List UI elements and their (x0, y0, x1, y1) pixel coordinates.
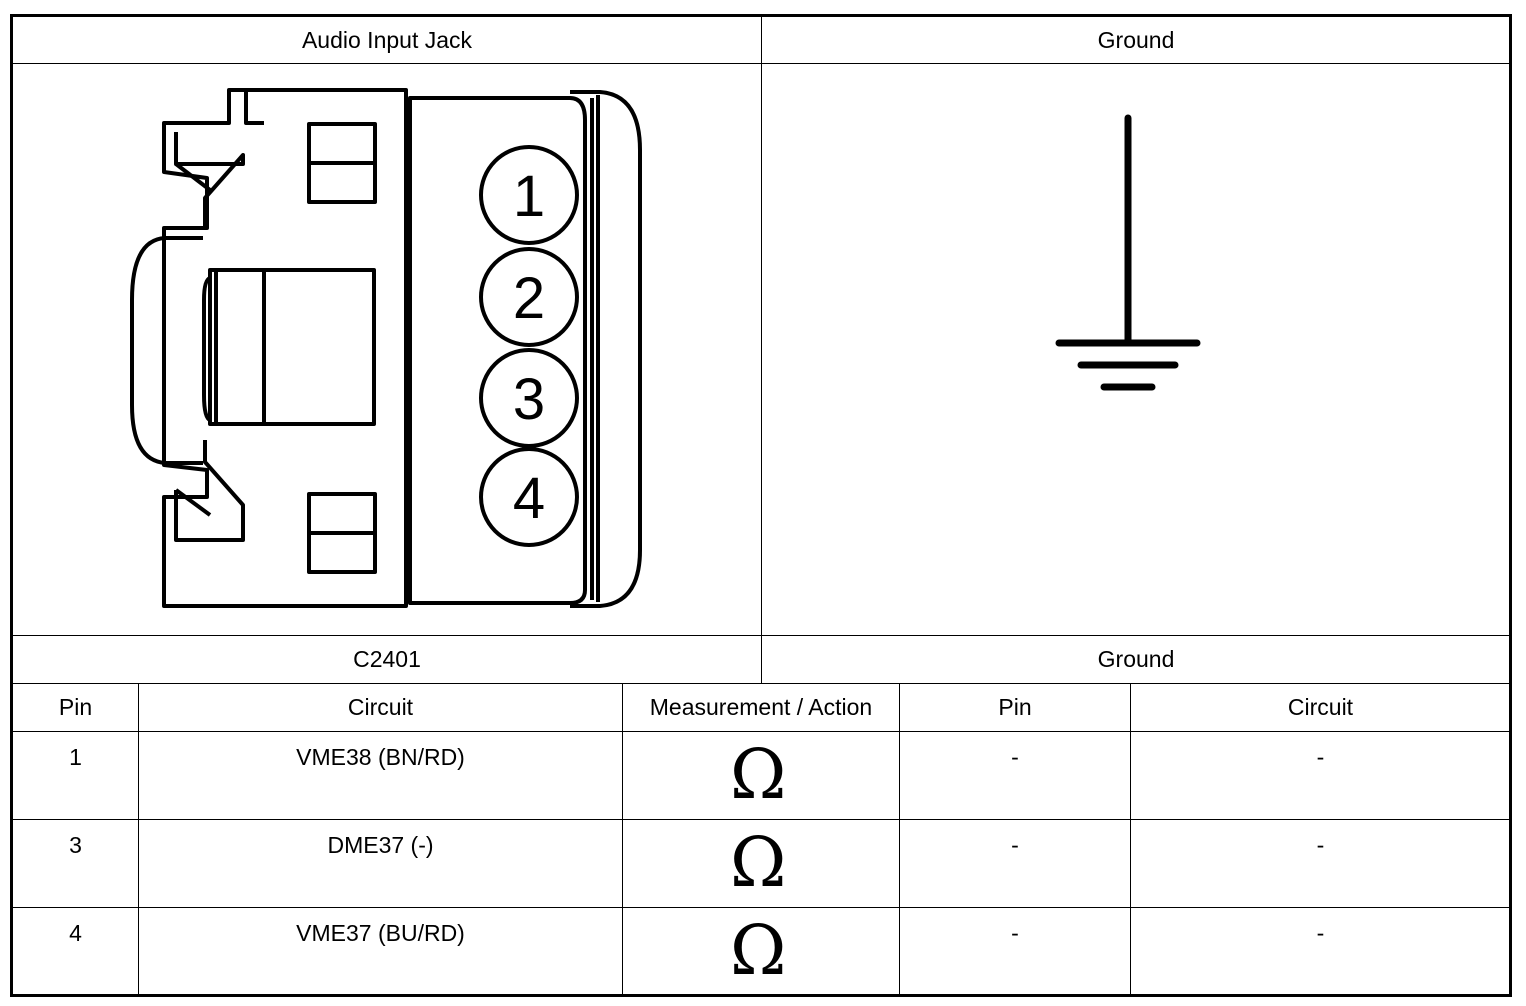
ohm-icon: Ω (730, 912, 787, 991)
row-pin-2: - (1011, 832, 1019, 858)
rule (12, 731, 1510, 732)
connector-title: Audio Input Jack (301, 26, 473, 53)
row-circuit-2: - (1316, 744, 1325, 770)
pinout-table (10, 14, 1512, 997)
ohm-icon: Ω (730, 736, 787, 815)
row-pin: 3 (69, 832, 82, 858)
ohm-icon: Ω (730, 824, 787, 903)
rule (761, 16, 762, 684)
row-circuit: VME38 (BN/RD) (296, 744, 465, 770)
column-header-pin: Pin (58, 694, 93, 720)
row-circuit: DME37 (-) (327, 832, 434, 858)
pin-label: 1 (513, 164, 545, 229)
connector-name: C2401 (353, 646, 421, 672)
row-pin: 1 (69, 744, 82, 770)
rule (1130, 683, 1131, 995)
pin-label: 4 (513, 466, 545, 531)
column-header-measurement: Measurement / Action (649, 694, 873, 720)
rule (138, 683, 139, 995)
row-pin-2: - (1011, 920, 1019, 946)
rule (12, 819, 1510, 820)
pin-label: 2 (513, 266, 545, 331)
column-header-circuit-2: Circuit (1287, 694, 1354, 720)
ground-title: Ground (1097, 26, 1175, 53)
row-pin-2: - (1011, 744, 1019, 770)
column-header-circuit: Circuit (347, 694, 414, 720)
row-circuit: VME37 (BU/RD) (296, 920, 465, 946)
pin-label: 3 (513, 367, 545, 432)
ground-caption: Ground (1097, 646, 1175, 672)
row-pin: 4 (69, 920, 82, 946)
rule (12, 907, 1510, 908)
column-header-pin-2: Pin (998, 694, 1032, 720)
connector-face-diagram: 1 2 3 4 (130, 88, 642, 608)
rule (622, 683, 623, 995)
rule (899, 683, 900, 995)
row-circuit-2: - (1316, 832, 1325, 858)
ground-symbol-icon (1055, 114, 1201, 391)
row-circuit-2: - (1316, 920, 1325, 946)
